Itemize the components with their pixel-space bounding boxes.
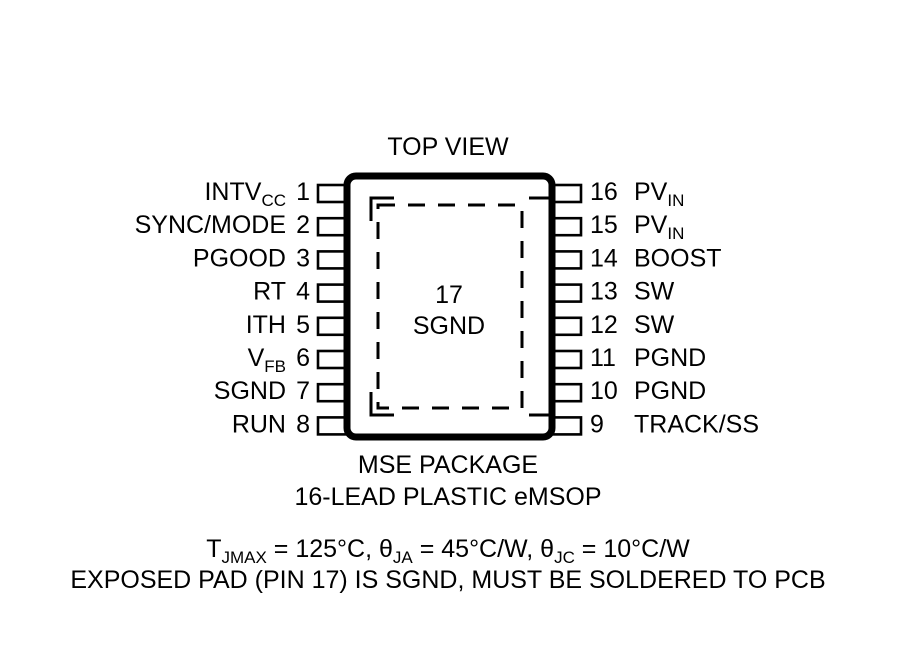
- exposed-pad-dashed-rect: [376, 203, 524, 410]
- lead-pin-3: [316, 250, 349, 270]
- pin-label-10: PGND: [634, 377, 706, 405]
- exposed-pad-number: 17: [435, 281, 463, 309]
- lead-pin-2: [316, 216, 349, 237]
- pin-number-12: 12: [590, 311, 618, 339]
- lead-group-left: [316, 183, 349, 436]
- lead-pin-9: [550, 416, 583, 436]
- pin-number-5: 5: [296, 311, 310, 339]
- lead-pin-8: [316, 416, 349, 436]
- pin-number-11: 11: [590, 344, 616, 372]
- pin-label-7: SGND: [214, 377, 286, 405]
- pin-number-7: 7: [296, 377, 310, 405]
- pin-label-11: PGND: [634, 344, 706, 372]
- pin-number-9: 9: [590, 410, 604, 438]
- pin-label-13: SW: [634, 278, 675, 306]
- lead-group-right: [550, 183, 583, 436]
- pin-number-1: 1: [296, 178, 310, 206]
- pin-label-12: SW: [634, 311, 675, 339]
- lead-pin-13: [550, 283, 583, 303]
- pin-number-2: 2: [296, 211, 310, 239]
- pin-number-6: 6: [296, 344, 310, 372]
- pin-label-15: PVIN: [634, 211, 684, 243]
- lead-pin-5: [316, 316, 349, 337]
- top-view-title: TOP VIEW: [387, 133, 509, 161]
- pin-label-9: TRACK/SS: [634, 410, 759, 438]
- pin-number-15: 15: [590, 211, 618, 239]
- pin-number-13: 13: [590, 278, 618, 306]
- lead-pin-15: [550, 216, 583, 237]
- pin-number-16: 16: [590, 178, 618, 206]
- lead-pin-10: [550, 382, 583, 403]
- pin-label-16: PVIN: [634, 178, 684, 210]
- pin-number-14: 14: [590, 244, 618, 272]
- lead-pin-4: [316, 283, 349, 303]
- pin-number-8: 8: [296, 410, 310, 438]
- pin-label-1: INTVCC: [204, 178, 286, 210]
- exposed-pad-corner-marks: [369, 196, 554, 417]
- lead-pin-7: [316, 382, 349, 403]
- pin-label-14: BOOST: [634, 244, 722, 272]
- pin-number-4: 4: [296, 278, 310, 306]
- pin-labels-left: 1 INTVCC 2 SYNC/MODE 3 PGOOD 4 RT 5 ITH 6 VFB 7 SGND 8…: [135, 178, 311, 438]
- package-name: MSE PACKAGE: [358, 451, 538, 479]
- pin-number-3: 3: [296, 244, 310, 272]
- lead-pin-12: [550, 316, 583, 337]
- package-body-outline: [343, 172, 556, 441]
- pin-label-3: PGOOD: [193, 244, 286, 272]
- thermal-spec-line: TJMAX = 125°C, θJA = 45°C/W, θJC = 10°C/…: [206, 535, 690, 567]
- pin-label-2: SYNC/MODE: [135, 211, 286, 239]
- lead-pin-16: [550, 183, 583, 204]
- pin-label-4: RT: [253, 278, 286, 306]
- pin-label-5: ITH: [246, 311, 286, 339]
- exposed-pad-note: EXPOSED PAD (PIN 17) IS SGND, MUST BE SO…: [70, 566, 825, 594]
- exposed-pad-name: SGND: [413, 312, 485, 340]
- lead-pin-14: [550, 250, 583, 270]
- lead-pin-1: [316, 183, 349, 204]
- pin-number-10: 10: [590, 377, 618, 405]
- lead-pin-6: [316, 349, 349, 370]
- pin-label-6: VFB: [248, 344, 286, 376]
- lead-pin-11: [550, 349, 583, 370]
- package-description: 16-LEAD PLASTIC eMSOP: [294, 483, 601, 511]
- pin-label-8: RUN: [232, 410, 286, 438]
